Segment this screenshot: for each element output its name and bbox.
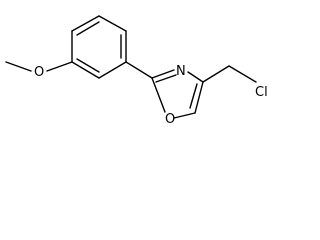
bond-methyl-oxygen xyxy=(5,61,32,72)
benzene-double-bond-inner-1 xyxy=(76,21,100,36)
benzene-bond-6 xyxy=(71,61,100,79)
oxazole-bond-n3-c4 xyxy=(187,71,204,83)
oxazole-bond-c5-o1 xyxy=(173,112,196,119)
atom-chlorine: Cl xyxy=(255,85,268,100)
chemical-structure-diagram: O N O Cl xyxy=(5,15,268,127)
benzene-double-bond-inner-3 xyxy=(76,58,100,73)
benzene-bond-5 xyxy=(98,61,127,79)
benzene-bond-3 xyxy=(98,15,127,32)
oxazole-bond-o1-c2 xyxy=(151,77,166,113)
oxazole-bond-c4-c5 xyxy=(194,81,204,114)
bond-phenyl-oxazole xyxy=(125,61,153,79)
bond-oxygen-ring xyxy=(46,61,73,72)
atom-oxygen-ring: O xyxy=(165,112,175,127)
bond-ch2-cl xyxy=(228,65,257,83)
atom-nitrogen: N xyxy=(176,64,186,79)
oxazole-double-bond-c4-c5 xyxy=(189,83,198,109)
benzene-bond-2 xyxy=(71,15,100,32)
atom-oxygen-methoxy: O xyxy=(34,65,44,80)
bond-ring-ch2 xyxy=(202,65,230,83)
oxazole-bond-c2-n3 xyxy=(151,69,175,79)
oxazole-double-bond-c2-n3 xyxy=(155,74,177,83)
